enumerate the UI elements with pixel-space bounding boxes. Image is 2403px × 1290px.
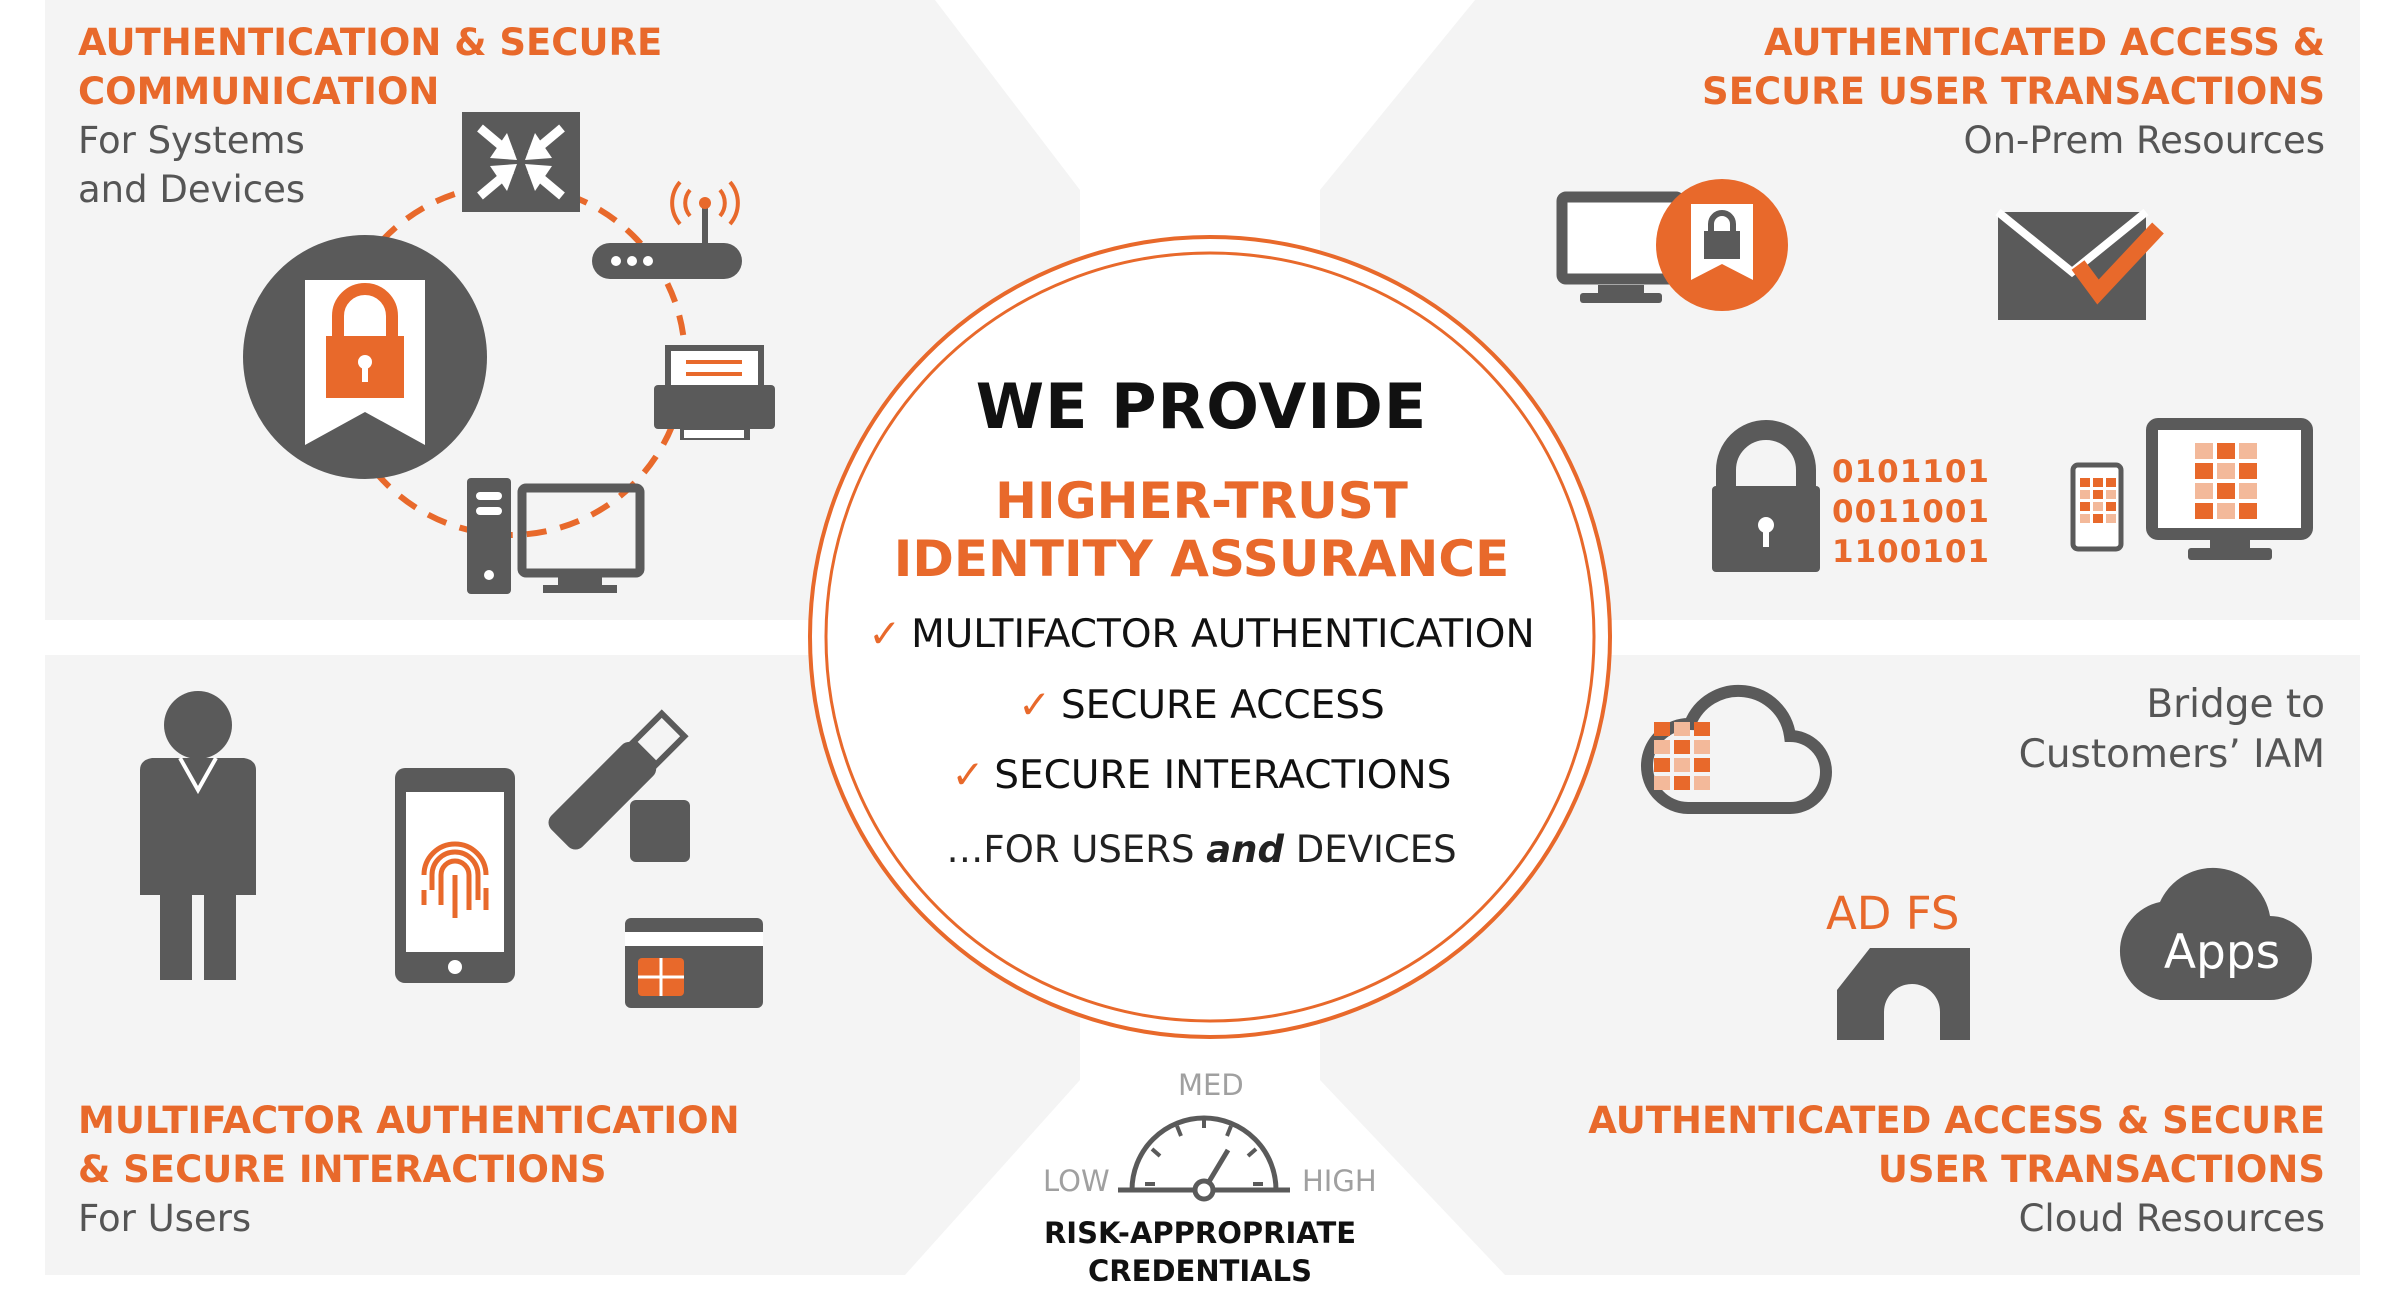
cloud-apps-icon: [2119, 867, 2312, 1000]
panel-bottom-right: [1320, 655, 2360, 1275]
center-title: WE PROVIDE: [975, 370, 1428, 443]
sub-line: For Users: [78, 1197, 252, 1240]
binary-text: 0101101 0011001 1100101: [1832, 452, 1990, 572]
label-bottom-right: AUTHENTICATED ACCESS & SECURE USER TRANS…: [1588, 1096, 2325, 1243]
badge-lock-icon: [243, 235, 487, 479]
center-footer: …FOR USERS and DEVICES: [0, 828, 2403, 871]
heading-line: AUTHENTICATED ACCESS &: [1763, 21, 2325, 64]
desktop-computer-icon: [467, 478, 645, 594]
subtitle-line: HIGHER-TRUST: [995, 472, 1408, 530]
gauge-low-label: LOW: [1043, 1164, 1110, 1198]
footer-suffix: DEVICES: [1284, 828, 1457, 871]
sub-line: and Devices: [78, 168, 306, 211]
check-item: ✓SECURE ACCESS: [0, 683, 2403, 728]
binary-line: 1100101: [1832, 534, 1990, 570]
footer-prefix: …FOR USERS: [946, 828, 1207, 871]
panel-top-left: [45, 0, 1080, 620]
apps-label: Apps: [2163, 925, 2281, 980]
heading-line: & SECURE INTERACTIONS: [78, 1148, 607, 1191]
sub-line: On-Prem Resources: [1963, 119, 2325, 162]
bridge-icon: [1837, 948, 1970, 1040]
check-item: ✓SECURE INTERACTIONS: [0, 753, 2403, 798]
person-icon: [140, 691, 256, 980]
check-mark-icon: ✓: [868, 612, 902, 657]
heading-line: AUTHENTICATION & SECURE: [78, 21, 663, 64]
check-label: SECURE ACCESS: [1060, 683, 1385, 728]
sub-line: Cloud Resources: [2018, 1197, 2325, 1240]
binary-line: 0101101: [1832, 454, 1990, 490]
gauge-med-label: MED: [1178, 1068, 1244, 1102]
binary-line: 0011001: [1832, 494, 1990, 530]
monitor-badge-icon: [1556, 179, 1788, 311]
usb-drive-icon: [548, 709, 690, 862]
heading-line: USER TRANSACTIONS: [1877, 1148, 2325, 1191]
center-inner-ring: [824, 251, 1596, 1023]
email-check-icon: [1995, 208, 2164, 320]
bridge-line: Customers’ IAM: [2018, 732, 2325, 777]
check-label: MULTIFACTOR AUTHENTICATION: [911, 612, 1535, 657]
risk-line: CREDENTIALS: [1088, 1254, 1312, 1288]
check-label: SECURE INTERACTIONS: [994, 753, 1452, 798]
padlock-icon: [1712, 420, 1820, 572]
subtitle-line: IDENTITY ASSURANCE: [893, 530, 1510, 588]
panel-bottom-left: [45, 655, 1080, 1275]
gauge-high-label: HIGH: [1302, 1164, 1377, 1198]
heading-line: AUTHENTICATED ACCESS & SECURE: [1588, 1099, 2325, 1142]
label-top-left: AUTHENTICATION & SECURE COMMUNICATION Fo…: [78, 18, 662, 214]
cloud-grid-icon: [1641, 684, 1832, 814]
network-expand-icon: [462, 112, 580, 212]
label-top-right: AUTHENTICATED ACCESS & SECURE USER TRANS…: [1702, 18, 2325, 165]
gauge-icon: [1118, 1115, 1290, 1202]
smart-card-icon: [625, 918, 763, 1008]
router-icon: [592, 180, 742, 279]
heading-line: COMMUNICATION: [78, 70, 440, 113]
check-item: ✓MULTIFACTOR AUTHENTICATION: [0, 612, 2403, 657]
footer-emphasis: and: [1206, 828, 1284, 871]
bridge-label: Bridge to Customers’ IAM: [2019, 680, 2325, 780]
center-subtitle: HIGHER-TRUST IDENTITY ASSURANCE: [0, 472, 2403, 588]
printer-icon: [654, 345, 775, 440]
devices-grid-icon: [2070, 418, 2313, 560]
heading-line: MULTIFACTOR AUTHENTICATION: [78, 1099, 740, 1142]
heading-line: SECURE USER TRANSACTIONS: [1702, 70, 2325, 113]
adfs-label: AD FS: [1826, 887, 1960, 940]
fingerprint-phone-icon: [395, 768, 515, 983]
risk-line: RISK-APPROPRIATE: [1043, 1216, 1357, 1250]
check-mark-icon: ✓: [951, 753, 985, 798]
bridge-line: Bridge to: [2146, 682, 2325, 727]
label-bottom-left: MULTIFACTOR AUTHENTICATION & SECURE INTE…: [78, 1096, 740, 1243]
sub-line: For Systems: [78, 119, 305, 162]
check-mark-icon: ✓: [1018, 683, 1051, 728]
risk-caption: RISK-APPROPRIATE CREDENTIALS: [1000, 1214, 1400, 1290]
